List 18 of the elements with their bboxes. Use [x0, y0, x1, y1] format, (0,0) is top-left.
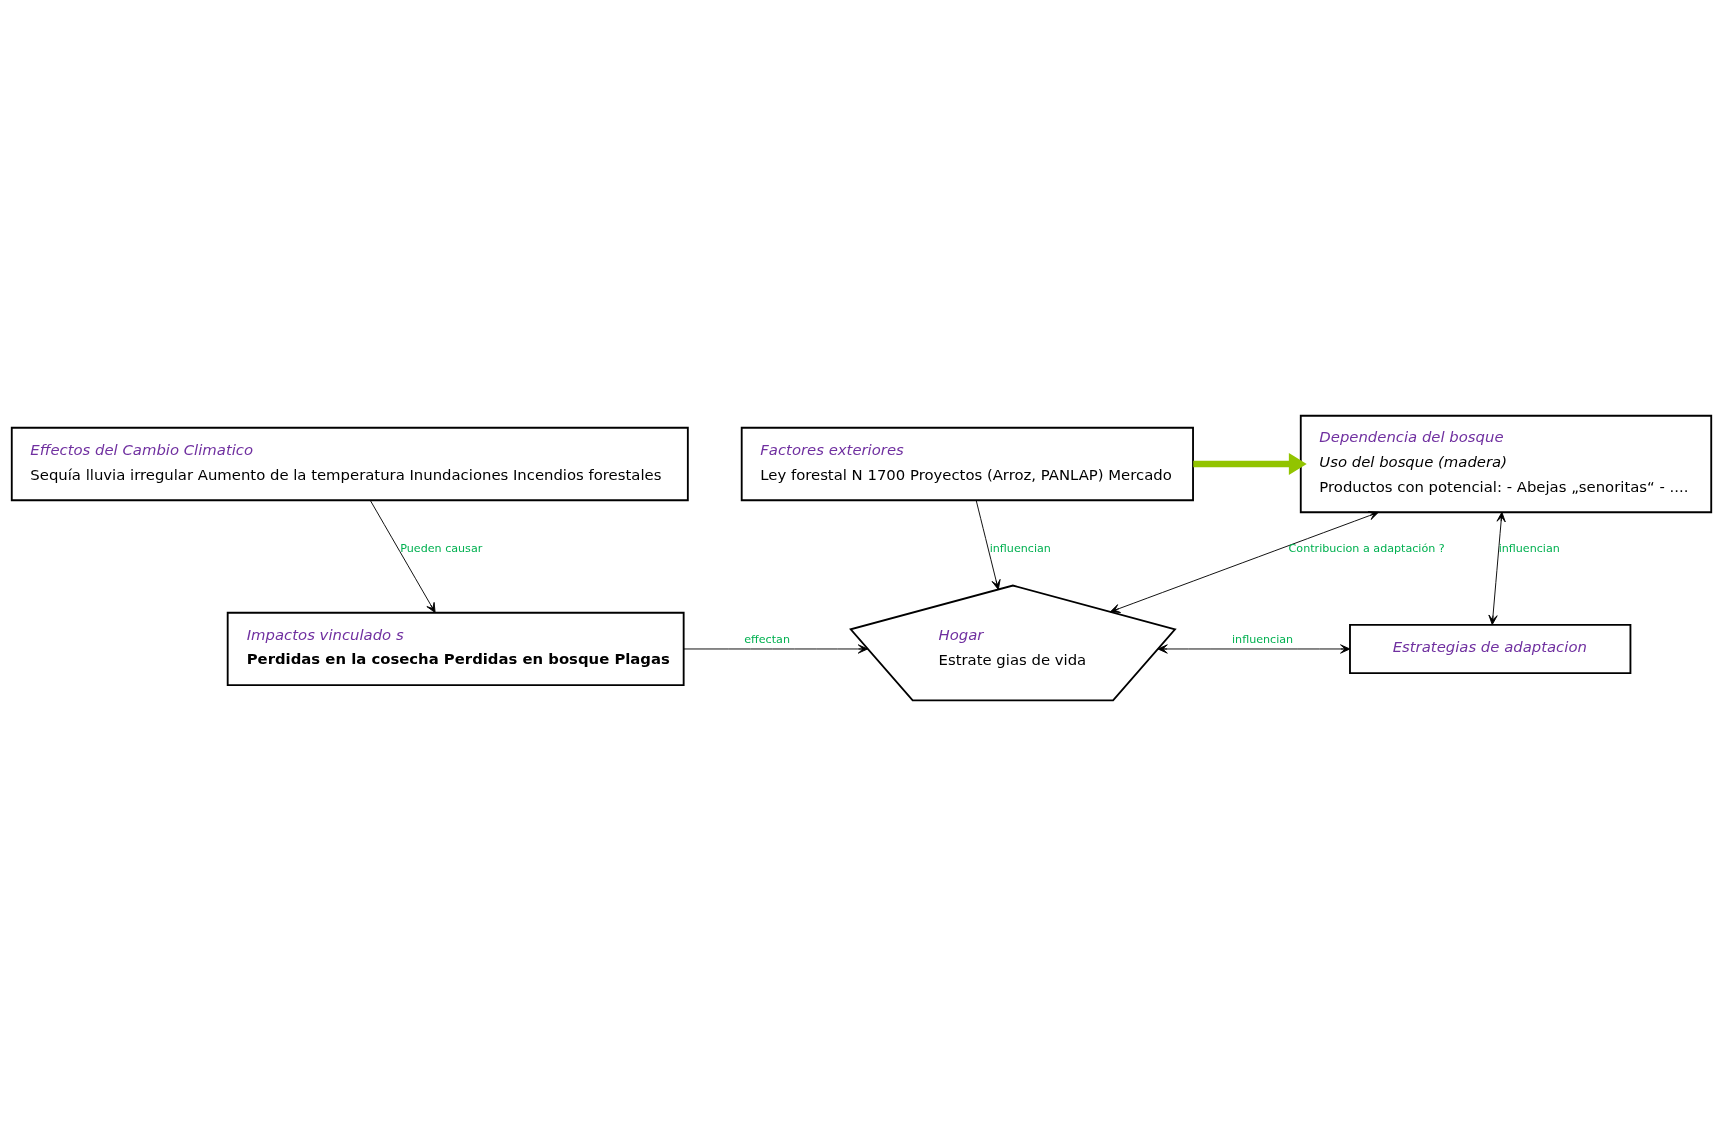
edge-label: Contribucion a adaptación ?	[1288, 541, 1445, 555]
arrow	[975, 499, 1001, 590]
edge-label: influencian	[1498, 541, 1560, 555]
arrow	[1157, 644, 1351, 654]
edge-label: influencian	[989, 541, 1051, 555]
node-box: Estrategias de adaptacion	[1349, 623, 1632, 675]
arrow	[1488, 511, 1506, 626]
arrow	[1193, 453, 1307, 475]
node-box: Dependencia del bosque Uso del bosque (madera) Productos con potencial: - Abejas „senoritas“ - ....	[1299, 414, 1713, 514]
edge-label: effectan	[744, 633, 790, 647]
edge-label: Pueden causar	[400, 541, 483, 555]
node-box: Factores exteriores Ley forestal N 1700 Proyectos (Arroz, PANLAP) Mercado	[740, 426, 1194, 502]
node-box: Effectos del Cambio Climatico Sequía lluvia irregular Aumento de la temperatura Inundaciones Incendios forestales	[10, 426, 689, 502]
node-box: Impactos vinculado s Perdidas en la cosecha Perdidas en bosque Plagas	[226, 611, 685, 687]
edge-label: influencian	[1232, 633, 1294, 647]
arrow	[683, 644, 869, 654]
arrow	[369, 499, 436, 613]
arrow	[1109, 511, 1379, 613]
